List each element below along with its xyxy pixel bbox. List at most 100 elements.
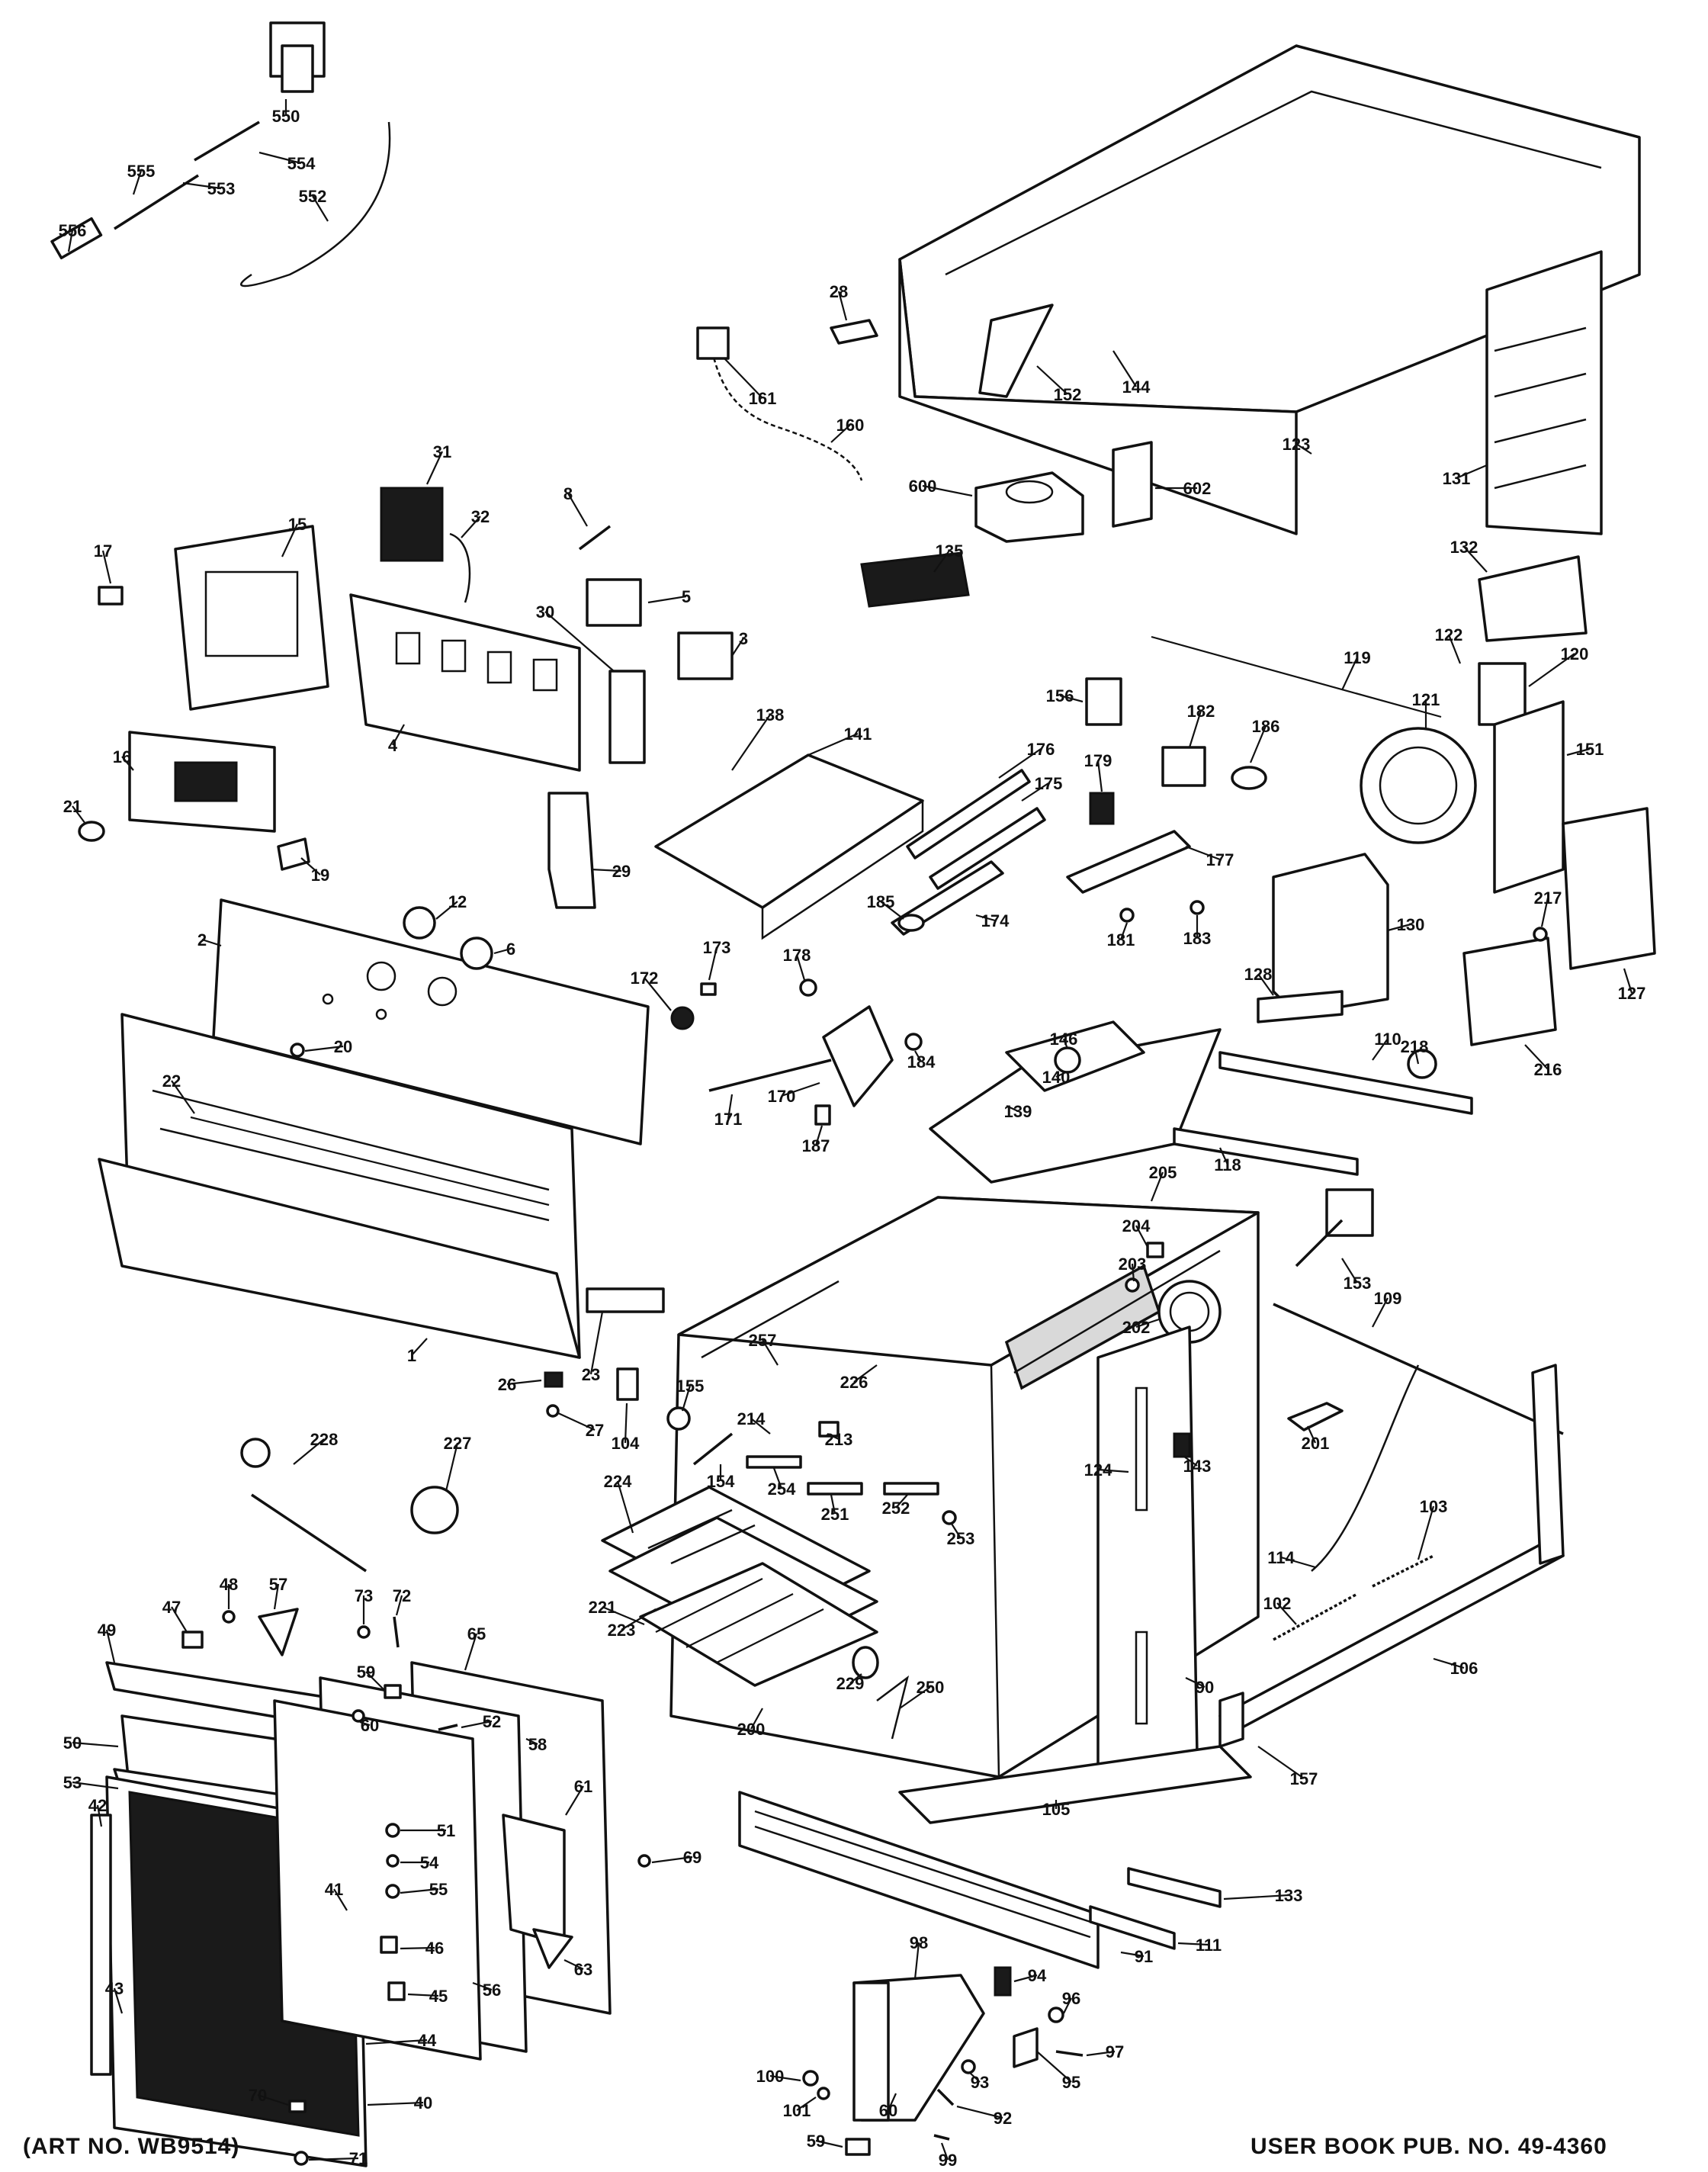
callout-16: 16 xyxy=(113,747,131,766)
probe-228 xyxy=(240,1438,367,1573)
coiled-wire-160 xyxy=(696,326,863,481)
callout-252: 252 xyxy=(882,1499,910,1518)
rail-110 xyxy=(1218,1051,1473,1115)
leader-line-104 xyxy=(624,1402,628,1444)
callout-553: 553 xyxy=(207,179,236,198)
callout-218: 218 xyxy=(1401,1037,1429,1056)
leader-line-4 xyxy=(392,724,405,746)
screw-48 xyxy=(222,1610,236,1624)
spring-103 xyxy=(1372,1554,1434,1588)
callout-555: 555 xyxy=(127,162,156,181)
washer-100 xyxy=(802,2070,819,2087)
leader-line-12 xyxy=(435,901,458,920)
art-number-label: (ART NO. WB9514) xyxy=(23,2134,240,2159)
leader-line-553 xyxy=(182,182,222,190)
callout-556: 556 xyxy=(59,221,87,240)
rod-154 xyxy=(692,1432,734,1466)
leader-line-43 xyxy=(113,1987,124,2014)
callout-45: 45 xyxy=(429,1987,448,2006)
leader-line-146 xyxy=(1062,1038,1069,1049)
callout-26: 26 xyxy=(498,1375,516,1394)
rail-111 xyxy=(1089,1905,1176,1950)
leader-line-95 xyxy=(1036,2051,1072,2083)
leader-line-138 xyxy=(731,714,771,771)
leader-line-128 xyxy=(1257,973,1274,996)
leader-line-55 xyxy=(400,1888,439,1894)
callout-602: 602 xyxy=(1183,479,1212,498)
leader-line-106 xyxy=(1433,1657,1465,1669)
leader-line-556 xyxy=(67,230,74,252)
callout-3: 3 xyxy=(739,629,748,648)
screw-20 xyxy=(290,1043,305,1058)
callout-228: 228 xyxy=(310,1430,339,1449)
callout-184: 184 xyxy=(907,1052,936,1072)
leader-line-214 xyxy=(750,1418,771,1435)
leader-line-59b xyxy=(815,2139,843,2148)
callout-146: 146 xyxy=(1050,1030,1078,1049)
board-3 xyxy=(677,631,734,680)
leader-line-171 xyxy=(727,1094,734,1120)
callout-91: 91 xyxy=(1135,1947,1153,1966)
thermostat-153 xyxy=(1295,1188,1374,1268)
bracket-127 xyxy=(1562,807,1656,970)
callout-60b: 60 xyxy=(879,2101,897,2120)
trim-22 xyxy=(190,1116,550,1206)
screw-55 xyxy=(385,1884,400,1899)
callout-5: 5 xyxy=(682,587,691,606)
leader-line-172 xyxy=(644,977,672,1011)
leader-line-187 xyxy=(814,1125,824,1146)
callout-157: 157 xyxy=(1290,1769,1318,1788)
leader-line-132 xyxy=(1463,546,1488,573)
cap-186 xyxy=(1231,766,1267,790)
callout-186: 186 xyxy=(1252,717,1280,736)
callout-175: 175 xyxy=(1035,774,1063,793)
callout-50: 50 xyxy=(63,1733,82,1753)
screw-71 xyxy=(294,2151,309,2166)
leader-line-251 xyxy=(830,1494,836,1515)
clip-59b xyxy=(845,2138,871,2156)
leader-line-5 xyxy=(647,595,687,604)
callout-1: 1 xyxy=(407,1346,416,1365)
callout-49: 49 xyxy=(98,1621,116,1640)
leader-line-46 xyxy=(400,1946,435,1950)
callout-223: 223 xyxy=(608,1621,636,1640)
leader-line-229 xyxy=(849,1673,862,1684)
leader-line-70 xyxy=(257,2093,289,2106)
shield-139 xyxy=(929,1028,1222,1184)
callout-152: 152 xyxy=(1054,385,1082,404)
leader-line-217 xyxy=(1540,897,1549,927)
gasket-250 xyxy=(876,1675,910,1740)
rail-176 xyxy=(906,769,1031,859)
callout-104: 104 xyxy=(612,1434,640,1453)
leader-line-153 xyxy=(1341,1258,1358,1284)
bracket-30 xyxy=(608,670,646,764)
callout-41: 41 xyxy=(325,1880,343,1899)
leader-line-151 xyxy=(1566,747,1591,757)
callout-47: 47 xyxy=(162,1598,181,1617)
callout-23: 23 xyxy=(582,1365,600,1384)
callout-27: 27 xyxy=(586,1421,604,1440)
leader-line-90 xyxy=(1185,1677,1206,1688)
leader-line-600 xyxy=(922,484,973,497)
lamp-cover-229 xyxy=(852,1646,879,1679)
callout-141: 141 xyxy=(844,725,872,744)
leader-line-27 xyxy=(556,1412,596,1431)
leader-line-204 xyxy=(1135,1225,1148,1248)
rod-554 xyxy=(194,120,260,162)
bracket-201 xyxy=(1287,1402,1344,1431)
callout-552: 552 xyxy=(299,187,327,206)
callout-43: 43 xyxy=(105,1979,124,1998)
screw-92 xyxy=(936,2088,955,2106)
leader-line-98 xyxy=(913,1942,920,1980)
callout-182: 182 xyxy=(1187,702,1215,721)
callout-61: 61 xyxy=(574,1777,592,1796)
callout-229: 229 xyxy=(836,1674,865,1693)
callout-28: 28 xyxy=(830,282,848,301)
callout-250: 250 xyxy=(917,1678,945,1697)
leader-line-130 xyxy=(1387,923,1411,932)
callout-227: 227 xyxy=(444,1434,472,1453)
leader-line-119 xyxy=(1341,657,1358,691)
callout-6: 6 xyxy=(506,940,515,959)
leader-line-122 xyxy=(1447,634,1462,664)
callout-118: 118 xyxy=(1214,1155,1241,1174)
